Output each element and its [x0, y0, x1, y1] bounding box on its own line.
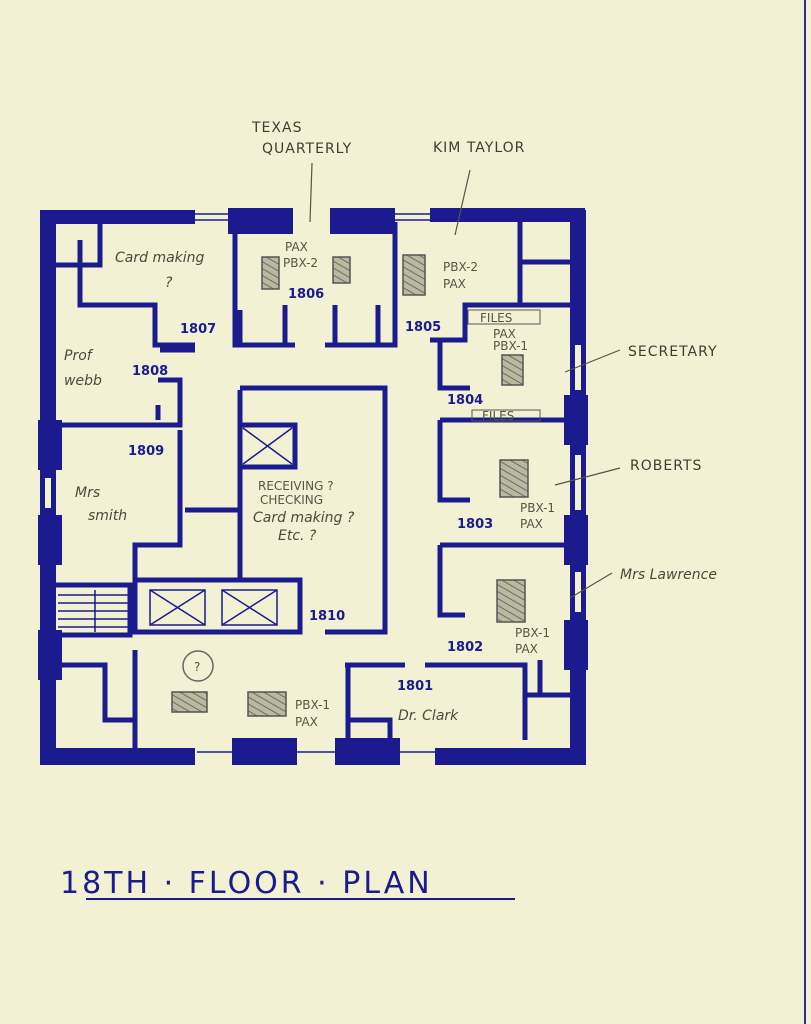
room-use-1810: RECEIVING ? [258, 479, 334, 493]
equipment-1803: PBX-1 [520, 501, 555, 515]
equipment-1805-b: PAX [443, 277, 466, 291]
equipment-1806-b: PBX-2 [283, 256, 318, 270]
exterior-walls [38, 208, 588, 765]
plan-title: 18TH · FLOOR · PLAN [60, 866, 433, 901]
equipment-1802-b: PAX [515, 642, 538, 656]
room-use-1810-d: Etc. ? [278, 528, 317, 544]
occupant-1809: Mrs [75, 485, 100, 501]
room-number-1810: 1810 [309, 609, 345, 624]
room-number-1807: 1807 [180, 322, 216, 337]
equipment-1804: PAX [493, 327, 516, 341]
equipment-1804-b: PBX-1 [493, 339, 528, 353]
occupant-1808: Prof [64, 348, 94, 364]
room-number-1808: 1808 [132, 364, 168, 379]
files-cabinet-2 [471, 409, 541, 422]
room-number-1802: 1802 [447, 640, 483, 655]
callout-texas-quarterly: TEXAS [251, 120, 302, 136]
fixtures [58, 427, 388, 632]
callout-mrs-lawrence: Mrs Lawrence [620, 567, 717, 583]
files-label: FILES [480, 311, 512, 325]
equipment-lobby-b: PAX [295, 715, 318, 729]
equipment-1806: PAX [285, 240, 308, 254]
room-use-1810-b: CHECKING [260, 493, 323, 507]
callout-secretary: SECRETARY [628, 344, 718, 360]
room-number-1804: 1804 [447, 393, 483, 408]
files-cabinet [467, 309, 541, 325]
room-use-1807-q: ? [165, 275, 173, 291]
room-use-1810-c: Card making ? [253, 510, 355, 526]
occupant-1809-b: smith [88, 508, 127, 524]
equipment-1805: PBX-2 [443, 260, 478, 274]
lobby-note: ? [194, 660, 200, 674]
room-number-1805: 1805 [405, 320, 441, 335]
callout-texas-quarterly-b: QUARTERLY [262, 141, 352, 157]
room-number-1806: 1806 [288, 287, 324, 302]
callout-roberts: ROBERTS [630, 458, 702, 474]
equipment-blocks [171, 254, 529, 717]
room-number-1809: 1809 [128, 444, 164, 459]
equipment-1802: PBX-1 [515, 626, 550, 640]
equipment-lobby: PBX-1 [295, 698, 330, 712]
files-label-2: FILES [482, 409, 514, 423]
occupant-1801: Dr. Clark [398, 708, 459, 724]
equipment-1803-b: PAX [520, 517, 543, 531]
person-sketch [182, 650, 214, 682]
occupant-1808-b: webb [64, 373, 102, 389]
callout-lines [309, 162, 621, 599]
callout-kim-taylor: KIM TAYLOR [433, 140, 525, 156]
room-use-1807: Card making [115, 250, 205, 266]
room-number-1803: 1803 [457, 517, 493, 532]
room-number-1801: 1801 [397, 679, 433, 694]
